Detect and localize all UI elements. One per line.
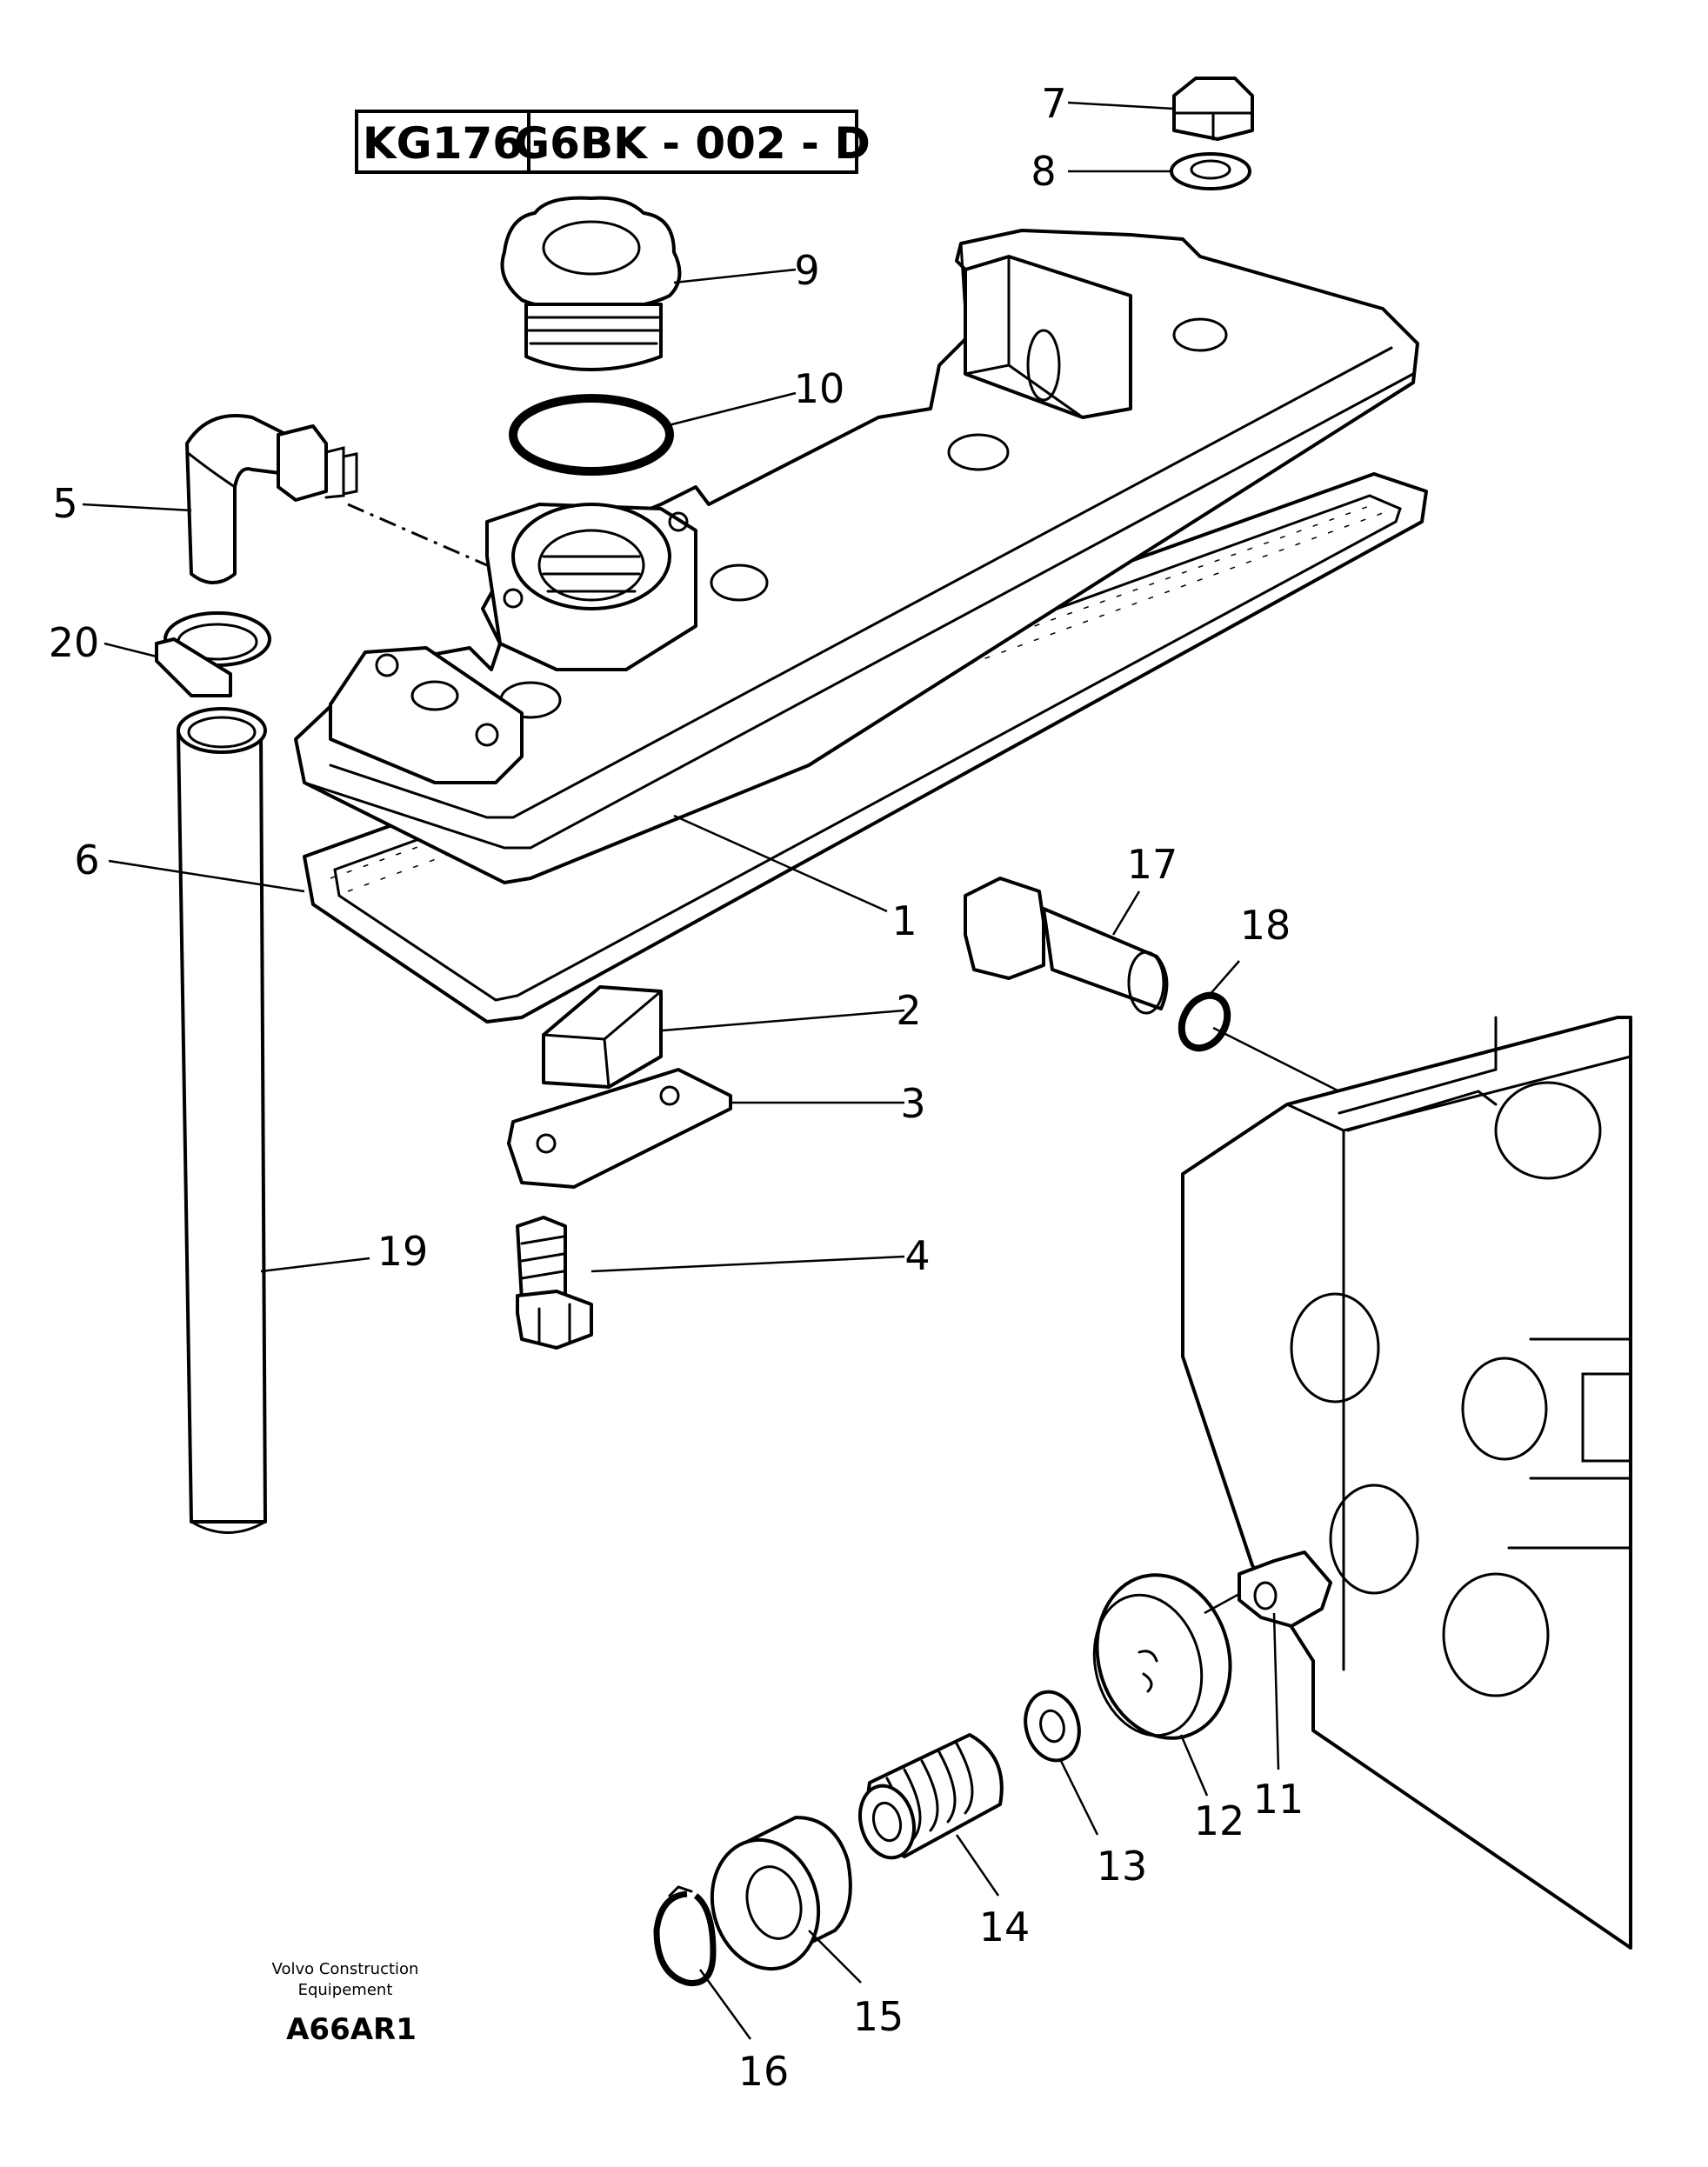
callout-1: 1 <box>891 897 917 944</box>
part-13-washer <box>1024 1690 1081 1763</box>
engine-block-drawing <box>1181 1016 1632 1950</box>
part-6-gasket <box>303 472 1428 1023</box>
callout-19: 19 <box>377 1228 429 1275</box>
callout-7: 7 <box>1041 80 1066 127</box>
credit-line-1: Volvo Construction <box>272 1960 419 1978</box>
part-16-circlip <box>653 1885 717 1987</box>
code-right: G6BK - 002 - D <box>514 118 871 169</box>
part-11-clip <box>1238 1550 1332 1628</box>
callout-3: 3 <box>900 1080 925 1127</box>
callout-9: 9 <box>794 247 819 294</box>
part-4-bolt <box>516 1216 593 1350</box>
callout-13: 13 <box>1097 1843 1148 1890</box>
callout-15: 15 <box>853 1993 904 2040</box>
callout-12: 12 <box>1194 1797 1245 1844</box>
part-7-cap-nut <box>1172 77 1254 141</box>
part-8-washer <box>1170 152 1251 190</box>
part-19-hose <box>177 707 267 1534</box>
callout-5: 5 <box>52 480 77 527</box>
callout-labels: 1 2 3 4 5 6 7 8 9 10 11 12 13 14 15 16 1… <box>49 80 1304 2095</box>
callout-20: 20 <box>49 619 100 666</box>
callout-18: 18 <box>1240 902 1291 949</box>
callout-6: 6 <box>74 837 99 883</box>
drawing-reference: A66AR1 <box>286 2012 417 2047</box>
part-9-filler-cap <box>500 196 682 371</box>
callout-2: 2 <box>896 987 921 1034</box>
callout-17: 17 <box>1127 841 1178 888</box>
part-12-disc-cap <box>1092 1573 1232 1740</box>
part-18-sealing-ring <box>1178 991 1231 1052</box>
callout-10: 10 <box>794 365 845 412</box>
footer-credit: Volvo Construction Equipement A66AR1 <box>272 1960 419 2047</box>
callout-8: 8 <box>1031 148 1056 195</box>
leader-lines <box>82 101 1340 2040</box>
diagram-code-box: KG176 G6BK - 002 - D <box>355 110 871 174</box>
part-20-hose-clamp <box>155 611 271 697</box>
part-2-spacer-block <box>542 985 663 1089</box>
callout-14: 14 <box>979 1904 1031 1950</box>
callout-4: 4 <box>904 1232 930 1279</box>
part-1-valve-cover <box>294 229 1419 884</box>
callout-11: 11 <box>1253 1776 1304 1823</box>
part-14-spring <box>858 1733 1004 1860</box>
credit-line-2: Equipement <box>298 1981 393 1999</box>
code-left: KG176 <box>363 118 523 169</box>
callout-16: 16 <box>738 2048 790 2095</box>
part-3-bracket-plate <box>507 1068 732 1189</box>
part-5-elbow-breather <box>185 414 358 584</box>
part-17-flange-bolt <box>964 877 1169 1015</box>
part-15-sleeve <box>710 1816 852 1971</box>
part-10-o-ring <box>509 394 674 476</box>
